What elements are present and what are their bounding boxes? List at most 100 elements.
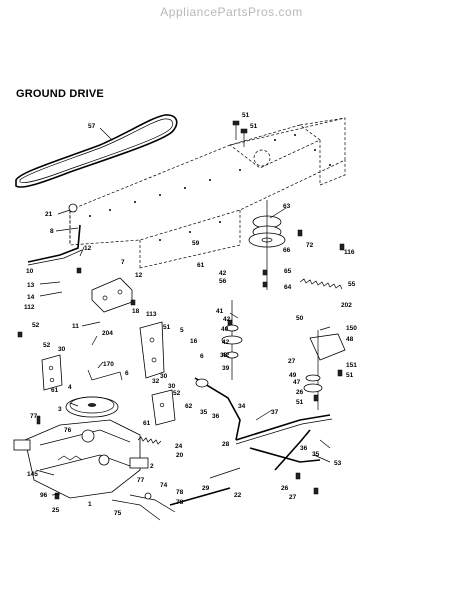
part-label: 72	[306, 242, 314, 249]
spring-24	[137, 436, 162, 445]
part-label: 61	[197, 262, 205, 269]
part-label: 52	[43, 342, 51, 349]
part-label: 66	[283, 247, 291, 254]
lift-rod	[27, 203, 83, 266]
part-label: 22	[234, 492, 242, 499]
part-label: 42	[222, 352, 230, 359]
part-label: 36	[212, 413, 220, 420]
part-label: 11	[72, 323, 79, 330]
transaxle-pulley	[65, 396, 119, 418]
part-label: 49	[289, 372, 297, 379]
part-label: 50	[296, 315, 304, 322]
part-label: 14	[27, 294, 35, 301]
diagram-title: GROUND DRIVE	[16, 88, 104, 100]
watermark: AppliancePartsPros.com	[160, 5, 303, 19]
part-label: 51	[250, 123, 258, 130]
part-label: 47	[293, 379, 301, 386]
part-label: 37	[271, 409, 279, 416]
part-label: 13	[27, 282, 35, 289]
part-label: 26	[296, 389, 304, 396]
part-label: 29	[202, 485, 210, 492]
part-label: 150	[346, 325, 357, 332]
part-label: 27	[288, 358, 296, 365]
bracket-32	[151, 389, 176, 426]
part-label: 51	[163, 324, 171, 331]
part-label: 10	[26, 268, 34, 275]
part-label: 204	[102, 330, 113, 337]
part-label: 48	[346, 336, 354, 343]
part-label: 42	[219, 270, 227, 277]
rod-28	[169, 447, 321, 506]
part-label: 35	[200, 409, 208, 416]
part-label: 1	[88, 501, 92, 508]
part-label: 12	[135, 272, 143, 279]
part-label: 27	[289, 494, 297, 501]
part-label: 62	[185, 403, 193, 410]
part-label: 51	[242, 112, 250, 119]
part-label: 77	[30, 413, 38, 420]
transaxle	[13, 419, 149, 499]
part-label: 24	[175, 443, 183, 450]
leader-lines	[35, 127, 331, 496]
part-label: 8	[50, 228, 54, 235]
fasteners	[17, 229, 345, 500]
bracket-48	[303, 330, 346, 410]
part-label: 202	[341, 302, 352, 309]
part-label: 34	[238, 403, 246, 410]
part-label: 28	[222, 441, 230, 448]
part-label: 61	[51, 387, 59, 394]
part-label: 116	[344, 249, 355, 256]
bracket-7	[91, 277, 133, 313]
center-shaft	[221, 300, 243, 380]
chassis-frame	[69, 117, 346, 269]
part-label: 51	[346, 372, 354, 379]
part-label: 65	[284, 268, 292, 275]
part-label: 96	[40, 492, 48, 499]
axle-arms	[111, 492, 176, 521]
part-label: 63	[283, 203, 291, 210]
part-label: 26	[281, 485, 289, 492]
part-label: 170	[103, 361, 114, 368]
spring-55	[299, 278, 343, 290]
part-label: 61	[143, 420, 151, 427]
part-label: 78	[176, 489, 184, 496]
part-label: 21	[45, 211, 53, 218]
part-label: 6	[200, 353, 204, 360]
part-label: 76	[64, 427, 72, 434]
part-label: 16	[190, 338, 198, 345]
bracket-61-left	[41, 354, 63, 391]
part-label: 145	[27, 471, 38, 478]
part-label: 39	[222, 365, 230, 372]
part-label: 77	[137, 477, 145, 484]
drive-belt	[15, 114, 178, 188]
part-label: 38	[220, 352, 228, 359]
part-label: 53	[334, 460, 342, 467]
part-label: 40	[221, 326, 229, 333]
pulley-63	[248, 200, 286, 290]
part-label: 30	[168, 383, 176, 390]
part-label: 52	[173, 390, 181, 397]
part-label: 30	[160, 373, 168, 380]
part-label: 52	[32, 322, 40, 329]
part-label: 151	[346, 362, 357, 369]
part-label: 42	[222, 339, 230, 346]
part-label: 6	[125, 370, 129, 377]
part-label: 12	[84, 245, 92, 252]
part-label: 75	[114, 510, 122, 517]
part-label: 35	[312, 451, 320, 458]
part-label: 113	[146, 311, 157, 318]
part-label: 18	[132, 308, 140, 315]
part-label: 5	[180, 327, 184, 334]
part-label: 7	[121, 259, 125, 266]
part-label: 41	[216, 308, 224, 315]
part-label: 2	[150, 463, 154, 470]
rod-53	[274, 429, 331, 471]
part-label: 56	[219, 278, 227, 285]
part-label: 30	[58, 346, 66, 353]
part-label: 42	[223, 316, 231, 323]
part-label: 36	[300, 445, 308, 452]
part-label: 57	[88, 123, 96, 130]
part-label: 25	[52, 507, 60, 514]
part-label: 74	[160, 482, 168, 489]
